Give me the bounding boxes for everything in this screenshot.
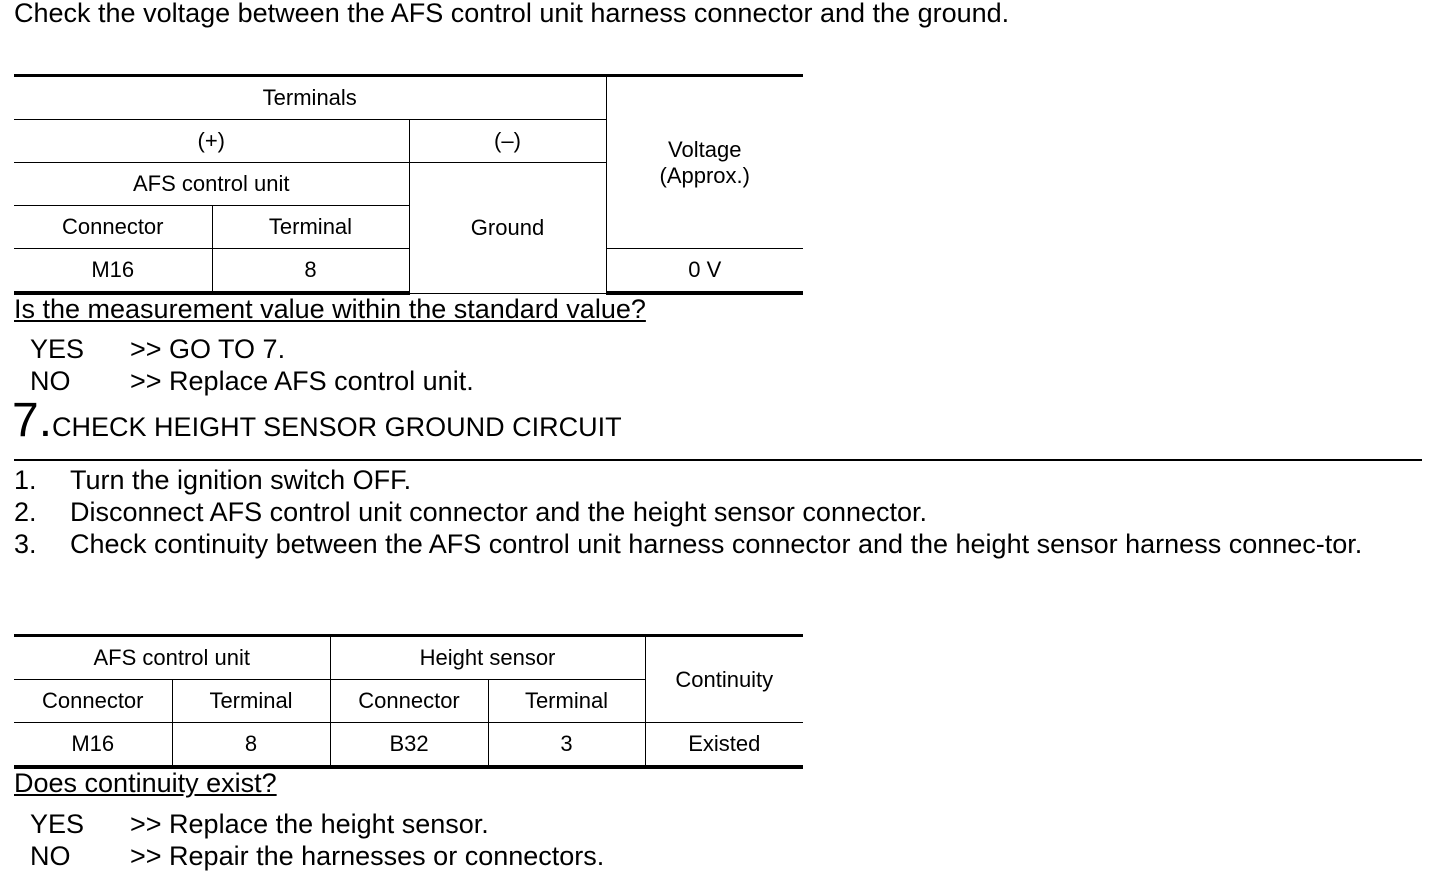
list-item: 3. Check continuity between the AFS cont… (14, 528, 1424, 560)
plus-header: (+) (14, 119, 410, 163)
procedure-steps: 1. Turn the ignition switch OFF. 2. Disc… (14, 464, 1424, 560)
answer-value: >> Replace AFS control unit. (130, 366, 474, 396)
continuity-value: Existed (644, 722, 804, 769)
ground-cell: Ground (408, 162, 607, 294)
list-item: 2. Disconnect AFS control unit connector… (14, 496, 1424, 528)
height-sensor-header: Height sensor (329, 634, 646, 680)
continuity-check-table: AFS control unit Height sensor Continuit… (14, 634, 804, 769)
list-item-number: 3. (14, 529, 37, 559)
answer-yes-2: YES >> Replace the height sensor. (0, 809, 800, 841)
step-title: CHECK HEIGHT SENSOR GROUND CIRCUIT (52, 412, 622, 442)
connector-header: Connector (329, 679, 489, 723)
intro-instruction: Check the voltage between the AFS contro… (14, 0, 1010, 28)
height-sensor-terminal-value: 3 (487, 722, 646, 769)
measurement-question: Is the measurement value within the stan… (14, 294, 646, 324)
answer-value: >> GO TO 7. (130, 334, 286, 364)
answer-no-1: NO >> Replace AFS control unit. (0, 366, 700, 398)
continuity-question: Does continuity exist? (14, 768, 277, 798)
voltage-header: Voltage (Approx.) (605, 74, 803, 249)
answer-key: NO (30, 841, 71, 871)
voltage-check-table: Terminals Voltage (Approx.) (+) (–) AFS … (14, 74, 803, 295)
answer-yes-1: YES >> GO TO 7. (0, 334, 700, 366)
afs-control-unit-header: AFS control unit (14, 634, 331, 680)
minus-header: (–) (408, 119, 607, 163)
answer-key: YES (30, 809, 85, 839)
terminal-header: Terminal (487, 679, 646, 723)
afs-control-unit-header: AFS control unit (14, 162, 410, 206)
list-item-text: Turn the ignition switch OFF. (70, 465, 412, 495)
answer-value: >> Repair the harnesses or connectors. (130, 841, 605, 871)
list-item: 1. Turn the ignition switch OFF. (14, 464, 1424, 496)
step-dot: . (38, 394, 53, 447)
continuity-header: Continuity (644, 634, 804, 723)
height-sensor-connector-value: B32 (329, 722, 489, 769)
step-7-heading: 7.CHECK HEIGHT SENSOR GROUND CIRCUIT (12, 397, 622, 445)
answer-key: YES (30, 334, 85, 364)
section-divider (14, 459, 1422, 461)
terminal-header: Terminal (211, 205, 410, 249)
voltage-value: 0 V (605, 248, 803, 295)
answer-key: NO (30, 366, 71, 396)
list-item-text: Disconnect AFS control unit connector an… (70, 497, 928, 527)
voltage-header-line1: Voltage (668, 136, 742, 162)
connector-value: M16 (14, 248, 213, 295)
terminals-header: Terminals (14, 74, 607, 120)
connector-header: Connector (14, 205, 213, 249)
list-item-number: 1. (14, 465, 37, 495)
terminal-header: Terminal (171, 679, 331, 723)
step-number: 7 (12, 394, 39, 447)
connector-header: Connector (14, 679, 173, 723)
list-item-number: 2. (14, 497, 37, 527)
terminal-value: 8 (211, 248, 410, 295)
answer-value: >> Replace the height sensor. (130, 809, 489, 839)
afs-terminal-value: 8 (171, 722, 331, 769)
voltage-header-line2: (Approx.) (659, 162, 750, 188)
answer-no-2: NO >> Repair the harnesses or connectors… (0, 841, 800, 873)
list-item-text: Check continuity between the AFS control… (70, 529, 1363, 559)
afs-connector-value: M16 (14, 722, 173, 769)
